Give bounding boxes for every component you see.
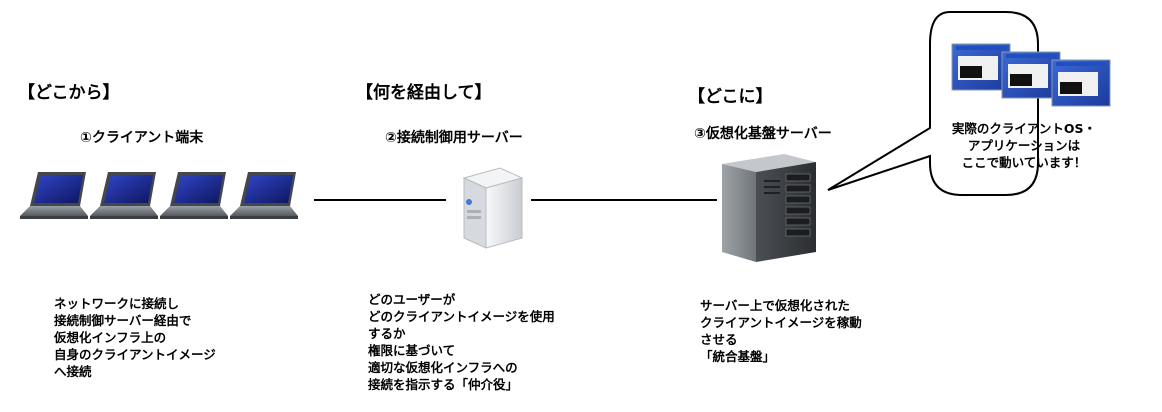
callout-line: アプリケーションは bbox=[967, 138, 1081, 153]
laptop-icon-4 bbox=[230, 172, 298, 219]
section-heading-source: 【どこから】 bbox=[18, 83, 120, 103]
description-line: 接続を指示する「仲介役」 bbox=[368, 377, 519, 392]
screenshot-thumbnail-3 bbox=[1051, 59, 1111, 107]
description-line: させる bbox=[700, 332, 738, 347]
callout-line: ここで動いています！ bbox=[961, 155, 1087, 170]
description-client: ネットワークに接続し 接続制御サーバー経由で 仮想化インフラ上の 自身のクライア… bbox=[54, 295, 216, 380]
description-line: 「統合基盤」 bbox=[700, 349, 776, 364]
description-line: 接続制御サーバー経由で bbox=[54, 313, 192, 328]
node-title-virtualization-server: ③仮想化基盤サーバー bbox=[694, 126, 832, 142]
callout-text: 実際のクライアントOS・ アプリケーションは ここで動いています！ bbox=[944, 120, 1104, 171]
description-line: ネットワークに接続し bbox=[54, 296, 180, 311]
description-line: 権限に基づいて bbox=[368, 343, 456, 358]
description-line: サーバー上で仮想化された bbox=[700, 298, 850, 313]
description-connection-server: どのユーザーが どのクライアントイメージを使用 するか 権限に基づいて 適切な仮… bbox=[368, 291, 555, 393]
description-line: どのクライアントイメージを使用 bbox=[368, 309, 555, 324]
description-line: 適切な仮想化インフラへの bbox=[368, 360, 518, 375]
virtualization-server-icon bbox=[722, 154, 816, 262]
laptop-icon-1 bbox=[20, 172, 88, 219]
description-line: クライアントイメージを稼動 bbox=[700, 315, 862, 330]
screenshot-thumbnail-1 bbox=[951, 43, 1011, 91]
description-line: へ接続 bbox=[54, 364, 92, 379]
node-title-connection-server: ②接続制御用サーバー bbox=[385, 130, 523, 146]
laptop-icon-3 bbox=[160, 172, 228, 219]
description-line: 仮想化インフラ上の bbox=[54, 330, 167, 345]
client-screenshots-icon bbox=[951, 43, 1111, 107]
laptop-icon-2 bbox=[90, 172, 158, 219]
section-heading-destination: 【どこに】 bbox=[688, 87, 773, 107]
connector-line-broker-to-host bbox=[531, 199, 717, 201]
callout-line: 実際のクライアントOS・ bbox=[951, 121, 1097, 136]
description-line: 自身のクライアントイメージ bbox=[54, 347, 216, 362]
connection-server-icon bbox=[462, 167, 524, 249]
description-line: するか bbox=[368, 326, 406, 341]
description-line: どのユーザーが bbox=[368, 292, 456, 307]
section-heading-via: 【何を経由して】 bbox=[356, 83, 492, 103]
node-title-client: ①クライアント端末 bbox=[80, 130, 204, 146]
screenshot-thumbnail-2 bbox=[1001, 51, 1061, 99]
connector-line-client-to-broker bbox=[314, 199, 446, 201]
client-laptops bbox=[20, 172, 298, 219]
description-virtualization-server: サーバー上で仮想化された クライアントイメージを稼動 させる 「統合基盤」 bbox=[700, 297, 862, 365]
